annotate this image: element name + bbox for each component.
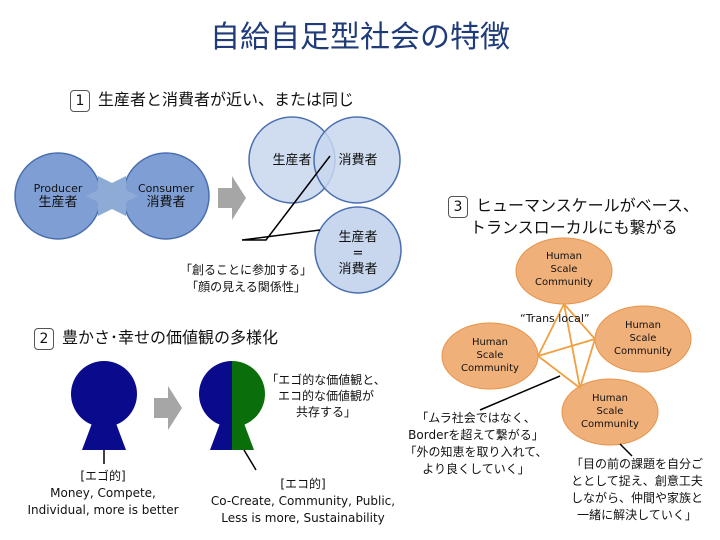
section3-number: 3 xyxy=(448,196,468,218)
section1-heading: 1 生産者と消費者が近い、または同じ xyxy=(70,86,354,112)
ego-eco-person-icon xyxy=(199,361,265,450)
section1-quote: 「創ることに参加する」 「顔の見える関係性」 xyxy=(179,263,312,294)
section3-heading: 3 ヒューマンスケールがベース、 xyxy=(448,192,699,218)
section2-heading-text: 豊かさ･幸せの価値観の多様化 xyxy=(62,328,279,347)
section3-heading-line2: トランスローカルにも繋がる xyxy=(470,218,678,237)
same-person-label: 生産者 = 消費者 xyxy=(338,230,378,277)
community-left-label: Human Scale Community xyxy=(461,337,519,374)
community-bottom-label: Human Scale Community xyxy=(581,393,639,430)
section3-right-quote: 「目の前の課題を自分ご ととして捉え、創意工夫 しながら、仲間や家族と 一緒に解… xyxy=(570,457,703,522)
section2-quote: 「エゴ的な価値観と、 エコ的な価値観が 共存する」 xyxy=(266,373,386,419)
section1-heading-text: 生産者と消費者が近い、または同じ xyxy=(98,90,355,109)
same-person-circle xyxy=(314,206,402,294)
ego-values: [エゴ的] Money, Compete, Individual, more i… xyxy=(27,469,179,517)
trans-local-links xyxy=(537,303,596,389)
section1-number: 1 xyxy=(70,90,90,112)
venn-consumer-label: 消費者 xyxy=(338,153,378,168)
community-bottom xyxy=(561,378,659,446)
right-arrow-icon xyxy=(218,176,246,220)
venn-consumer-circle xyxy=(313,116,401,204)
trans-local-label: “Trans local” xyxy=(520,312,590,325)
section2-number: 2 xyxy=(34,328,54,350)
venn-producer-label: 生産者 xyxy=(272,153,312,168)
left-quote-pointer xyxy=(479,375,561,411)
right-quote-pointer xyxy=(619,443,633,457)
community-top-label: Human Scale Community xyxy=(535,251,593,288)
section2-heading: 2 豊かさ･幸せの価値観の多様化 xyxy=(34,324,278,350)
producer-label: Producer 生産者 xyxy=(33,182,83,210)
page-title: 自給自足型社会の特徴 xyxy=(210,20,510,55)
ego-person-icon xyxy=(71,361,137,450)
eco-values: [エコ的] Co-Create, Community, Public, Less… xyxy=(210,477,396,525)
callout-line-1 xyxy=(241,155,331,241)
section3-left-quote: 「ムラ社会ではなく、 Borderを超えて繋がる」 「外の知恵を取り入れて、 よ… xyxy=(404,411,548,476)
section3-heading-line1: ヒューマンスケールがベース、 xyxy=(476,196,699,215)
eco-pointer-line xyxy=(243,449,257,471)
right-arrow-icon-2 xyxy=(154,386,182,430)
consumer-label: Consumer 消費者 xyxy=(137,182,195,210)
community-right-label: Human Scale Community xyxy=(614,320,672,357)
